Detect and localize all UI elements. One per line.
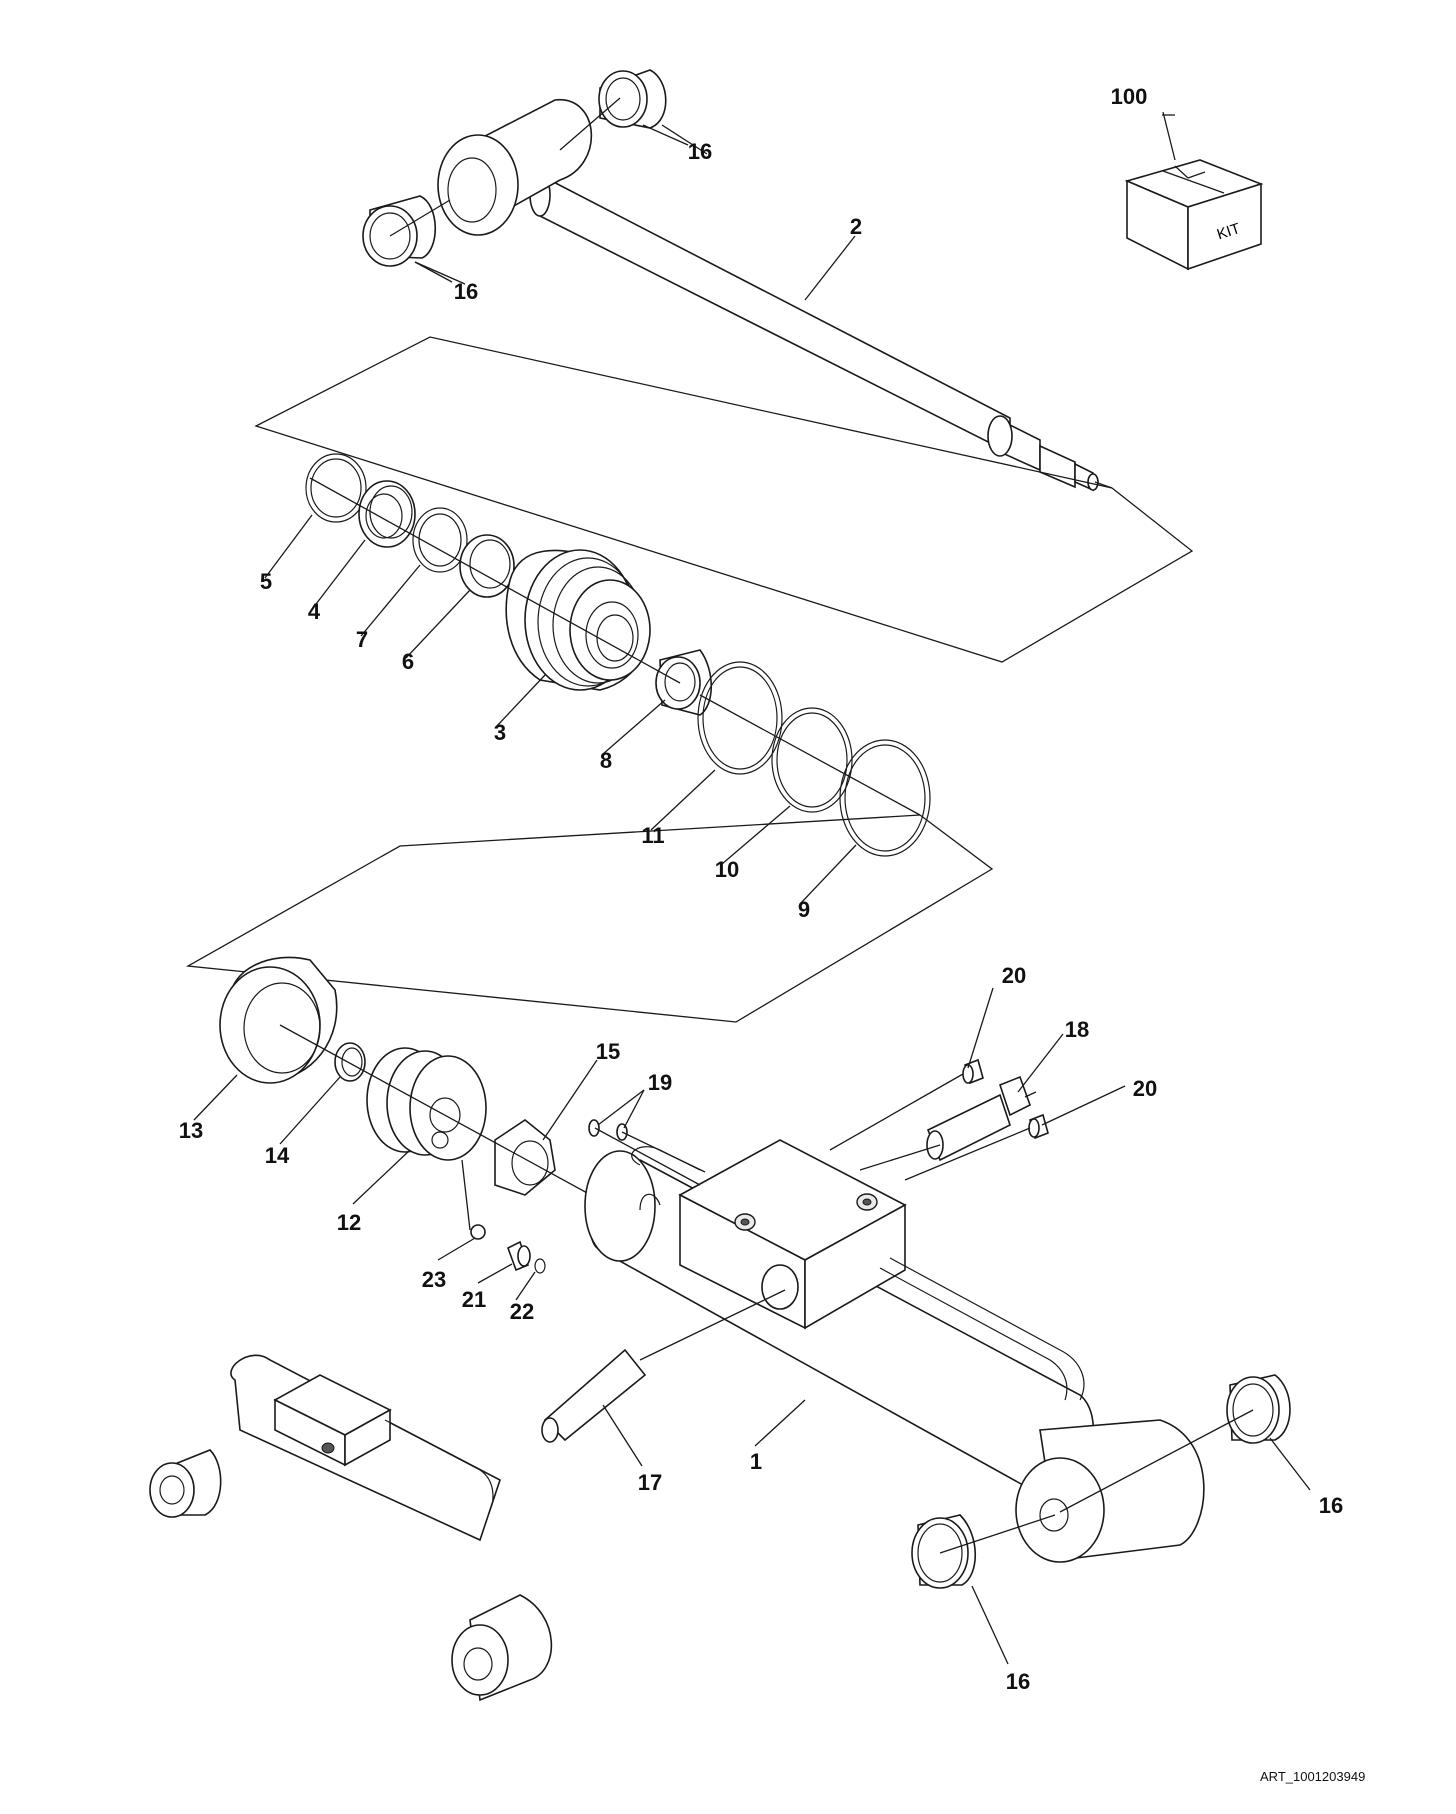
label-16-top-right: 16 xyxy=(687,139,713,164)
seal-5 xyxy=(305,453,367,523)
label-16-bottom-right: 16 xyxy=(1318,1493,1344,1518)
label-1: 1 xyxy=(749,1449,763,1474)
plug-21 xyxy=(507,1240,531,1272)
label-19: 19 xyxy=(647,1070,673,1095)
label-20-top: 20 xyxy=(1001,963,1027,988)
seal-7 xyxy=(412,507,468,573)
label-3: 3 xyxy=(493,720,507,745)
seal-4 xyxy=(358,480,416,548)
label-22: 22 xyxy=(509,1299,535,1324)
barrel-eye xyxy=(1015,1419,1205,1563)
label-13: 13 xyxy=(178,1118,204,1143)
plug-20-a xyxy=(962,1058,984,1085)
piston-rod xyxy=(437,99,1113,492)
label-15: 15 xyxy=(595,1039,621,1064)
label-16-top-left: 16 xyxy=(453,279,479,304)
check-valve-17 xyxy=(541,1348,647,1443)
bushing-8 xyxy=(655,649,712,716)
label-2: 2 xyxy=(849,214,863,239)
label-7: 7 xyxy=(355,627,369,652)
label-11: 11 xyxy=(641,823,665,848)
label-20-right: 20 xyxy=(1132,1076,1158,1101)
ring-9 xyxy=(839,739,931,857)
label-5: 5 xyxy=(259,569,273,594)
label-18: 18 xyxy=(1064,1017,1090,1042)
label-16-bottom-left: 16 xyxy=(1005,1669,1031,1694)
bushing-bottom-right xyxy=(1226,1374,1291,1444)
kit-box: KIT xyxy=(1124,159,1264,271)
label-12: 12 xyxy=(336,1210,362,1235)
nut-15 xyxy=(494,1119,556,1196)
label-100: 100 xyxy=(1110,84,1148,109)
art-id-caption: ART_1001203949 xyxy=(1260,1769,1366,1784)
label-6: 6 xyxy=(401,649,415,674)
oring-22 xyxy=(534,1258,546,1274)
ball-23 xyxy=(470,1224,486,1240)
ring-10 xyxy=(771,707,853,813)
label-10: 10 xyxy=(714,857,740,882)
label-4: 4 xyxy=(307,599,321,624)
cylinder-head xyxy=(505,549,651,691)
piston-12 xyxy=(366,1047,487,1161)
label-8: 8 xyxy=(599,748,613,773)
label-14: 14 xyxy=(264,1143,290,1168)
seal-14 xyxy=(334,1042,366,1082)
label-21: 21 xyxy=(461,1287,487,1312)
assembled-view xyxy=(149,1354,553,1702)
fittings-19 xyxy=(588,1119,628,1141)
seal-6 xyxy=(459,534,515,598)
label-23: 23 xyxy=(421,1267,447,1292)
plug-20-b xyxy=(1028,1113,1049,1140)
kit-text: KIT xyxy=(1215,220,1242,243)
bushing-top-right xyxy=(598,69,667,129)
label-9: 9 xyxy=(797,897,811,922)
leader-lines xyxy=(193,111,1311,1665)
check-valve-18 xyxy=(926,1075,1031,1162)
label-17: 17 xyxy=(637,1470,663,1495)
ring-11 xyxy=(697,661,783,775)
piston-ring-13 xyxy=(219,956,338,1084)
